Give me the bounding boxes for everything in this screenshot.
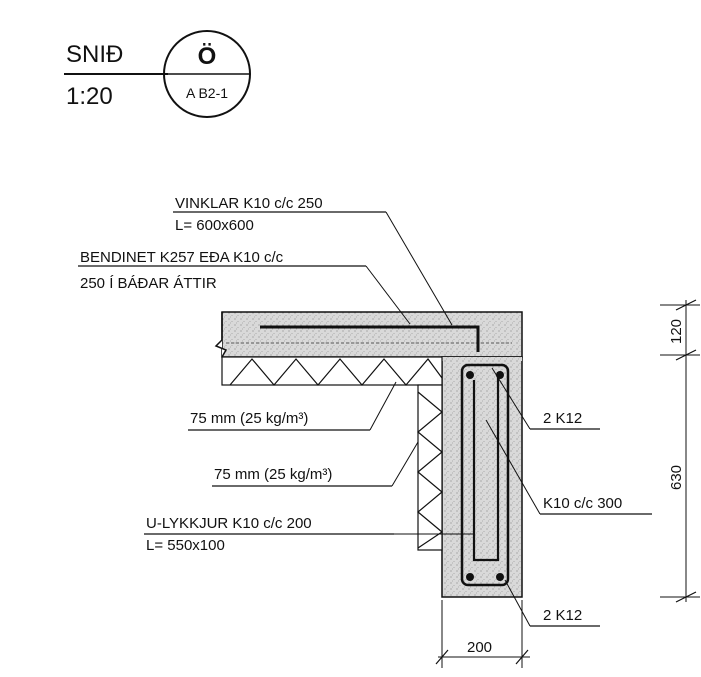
insulation xyxy=(221,356,444,551)
break-line xyxy=(214,312,228,358)
label-stirrups: K10 c/c 300 xyxy=(543,495,622,512)
annotations: VINKLAR K10 c/c 250 L= 600x600 BENDINET … xyxy=(78,195,652,627)
sheet-ref: A B2-1 xyxy=(186,85,228,101)
rebar-top-left xyxy=(466,371,474,379)
label-top-bars: 2 K12 xyxy=(543,410,582,427)
scale-label: 1:20 xyxy=(66,83,113,110)
label-u-lykkjur-size: L= 550x100 xyxy=(146,537,225,554)
dim-wall-width: 200 xyxy=(467,639,492,656)
concrete-slab xyxy=(221,311,523,358)
reinforcement xyxy=(260,325,510,587)
angle-bar xyxy=(260,325,480,352)
insulation-horizontal xyxy=(221,356,443,386)
label-vinklar-size: L= 600x600 xyxy=(175,217,254,234)
section-label: SNIÐ xyxy=(66,41,123,68)
label-insulation-2: 75 mm (25 kg/m³) xyxy=(214,466,332,483)
dim-wall-height: 630 xyxy=(668,465,685,490)
dim-slab: 120 xyxy=(668,319,685,344)
rebar-bottom-right xyxy=(496,573,504,581)
label-vinklar: VINKLAR K10 c/c 250 xyxy=(175,195,323,212)
label-insulation-1: 75 mm (25 kg/m³) xyxy=(190,410,308,427)
concrete-section xyxy=(214,311,523,598)
stirrup xyxy=(460,363,510,587)
dimensions: 120 630 200 xyxy=(435,299,700,668)
rebar-bottom-left xyxy=(466,573,474,581)
u-loop xyxy=(472,372,500,562)
label-bendinet: BENDINET K257 EÐA K10 c/c xyxy=(80,249,284,266)
label-u-lykkjur: U-LYKKJUR K10 c/c 200 xyxy=(146,515,312,532)
label-bottom-bars: 2 K12 xyxy=(543,607,582,624)
title-block: SNIÐ 1:20 Ö A B2-1 xyxy=(64,30,251,118)
section-letter: Ö xyxy=(198,43,217,70)
label-bendinet-2: 250 Í BÁÐAR ÁTTIR xyxy=(80,275,217,292)
rebar-top-right xyxy=(496,371,504,379)
